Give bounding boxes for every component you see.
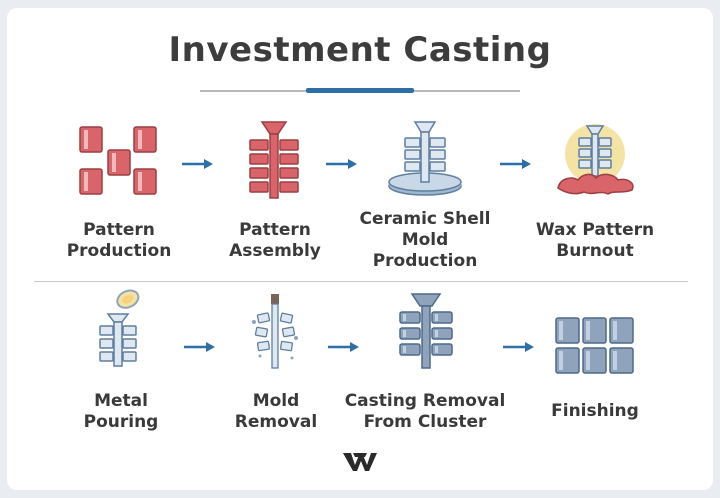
finished-parts-icon bbox=[555, 317, 635, 375]
step-label-metal-pouring: Metal Pouring bbox=[83, 391, 159, 432]
arrow-right-icon bbox=[503, 338, 535, 357]
title-accent-bar bbox=[306, 88, 414, 93]
mold-removal-icon bbox=[250, 292, 300, 372]
arrow-right-icon bbox=[182, 155, 214, 174]
step-label-ceramic-shell: Ceramic Shell Mold Production bbox=[359, 209, 491, 271]
step-label-mold-removal: Mold Removal bbox=[234, 391, 318, 432]
wax-patterns-icon bbox=[78, 124, 160, 198]
casting-cluster-icon bbox=[394, 292, 458, 372]
step-label-finishing: Finishing bbox=[551, 401, 639, 421]
wax-tree-icon bbox=[244, 120, 304, 200]
brand-logo-icon bbox=[343, 451, 377, 477]
burnout-icon bbox=[552, 122, 638, 198]
page-title: Investment Casting bbox=[168, 30, 552, 70]
step-label-wax-burnout: Wax Pattern Burnout bbox=[535, 220, 655, 261]
arrow-right-icon bbox=[500, 155, 532, 174]
metal-pouring-icon bbox=[96, 288, 146, 368]
ceramic-shell-icon bbox=[385, 120, 465, 198]
arrow-right-icon bbox=[326, 155, 358, 174]
row-divider bbox=[34, 281, 688, 282]
arrow-right-icon bbox=[184, 338, 216, 357]
step-label-pattern-assembly: Pattern Assembly bbox=[229, 220, 321, 261]
step-label-casting-removal: Casting Removal From Cluster bbox=[344, 391, 506, 432]
step-label-pattern-production: Pattern Production bbox=[66, 220, 172, 261]
arrow-right-icon bbox=[328, 338, 360, 357]
